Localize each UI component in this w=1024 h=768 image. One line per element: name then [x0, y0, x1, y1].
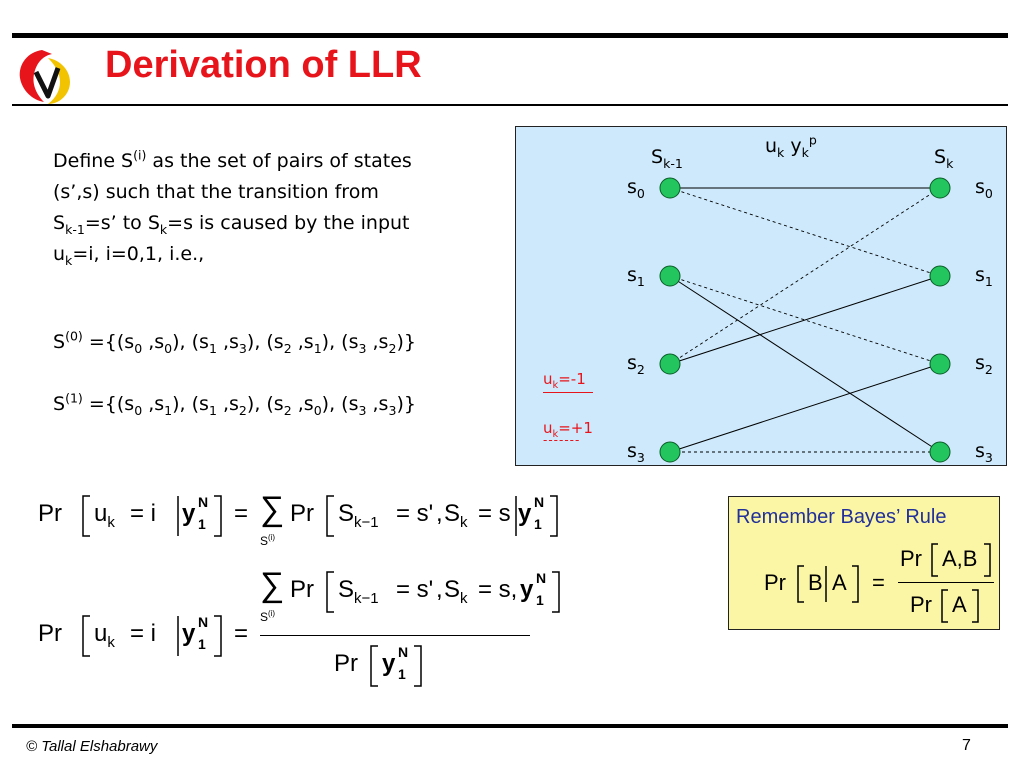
- bayes-rule-box: [728, 496, 1000, 630]
- left-state-s2: s2: [627, 352, 645, 377]
- footer-copyright: © Tallal Elshabrawy: [26, 738, 158, 755]
- legend-plus-one-dashed-line: -------: [543, 433, 581, 447]
- left-state-s3: s3: [627, 440, 645, 465]
- trellis-left-header: Sk-1: [651, 146, 683, 171]
- left-node-s0: [659, 177, 681, 199]
- definition-line-3: Sk-1=s’ to Sk=s is caused by the input: [53, 212, 410, 237]
- left-node-s2: [659, 353, 681, 375]
- top-rule-thin: [12, 104, 1008, 106]
- solid-transition-s2-to-s1: [669, 275, 941, 365]
- right-node-s1: [929, 265, 951, 287]
- dashed-transition-s2-to-s0: [669, 187, 941, 365]
- trellis-right-header: Sk: [934, 146, 954, 171]
- top-rule: [12, 33, 1008, 38]
- legend-minus-one: uk=-1: [543, 370, 586, 391]
- dashed-transition-s0-to-s1: [669, 187, 941, 277]
- solid-transition-s1-to-s3: [669, 275, 941, 453]
- trellis-box: [515, 126, 1007, 466]
- definition-line-4: uk=i, i=0,1, i.e.,: [53, 243, 205, 268]
- equation-2-fraction-bar: [260, 635, 530, 636]
- trellis-nodes: [659, 177, 951, 463]
- equation-1: Pr uk = i y N 1 = ∑ S(i) Pr Sk−1 = s' , …: [38, 488, 558, 558]
- trellis-transitions: [669, 187, 941, 453]
- right-state-s3: s3: [975, 440, 993, 465]
- definition-line-2: (s’,s) such that the transition from: [53, 181, 379, 203]
- left-node-s1: [659, 265, 681, 287]
- left-state-s0: s0: [627, 176, 645, 201]
- bayes-rule-title: Remember Bayes’ Rule: [736, 506, 947, 528]
- bayes-rule-equation: Pr B A = Pr A,B Pr A: [764, 543, 994, 626]
- right-node-s3: [929, 441, 951, 463]
- left-node-s3: [659, 441, 681, 463]
- right-node-s2: [929, 353, 951, 375]
- slide-title: Derivation of LLR: [105, 44, 422, 86]
- set-s0: S(0) ={(s0 ,s0), (s1 ,s3), (s2 ,s1), (s3…: [53, 328, 416, 356]
- right-state-s0: s0: [975, 176, 993, 201]
- page-number: 7: [962, 737, 971, 754]
- left-state-s1: s1: [627, 264, 645, 289]
- right-node-s0: [929, 177, 951, 199]
- legend-minus-one-solid-line: [543, 392, 593, 393]
- trellis-diagram: [659, 177, 951, 463]
- right-state-s2: s2: [975, 352, 993, 377]
- definition-text: Define S(i) as the set of pairs of state…: [53, 146, 503, 270]
- equation-2: Pr uk = i y N 1 = ∑ S(i) Pr Sk−1 = s' , …: [38, 566, 560, 692]
- bottom-rule: [12, 724, 1008, 728]
- definition-line-1: Define S(i) as the set of pairs of state…: [53, 147, 412, 172]
- solid-transition-s3-to-s2: [669, 363, 941, 453]
- bayes-fraction-bar: [898, 582, 994, 583]
- trellis-top-label: uk ykp: [765, 132, 817, 160]
- set-s1: S(1) ={(s0 ,s1), (s1 ,s2), (s2 ,s0), (s3…: [53, 390, 416, 418]
- legend-plus-one: uk=+1: [543, 419, 593, 440]
- dashed-transition-s1-to-s2: [669, 275, 941, 365]
- right-state-s1: s1: [975, 264, 993, 289]
- university-logo-icon: [19, 50, 70, 104]
